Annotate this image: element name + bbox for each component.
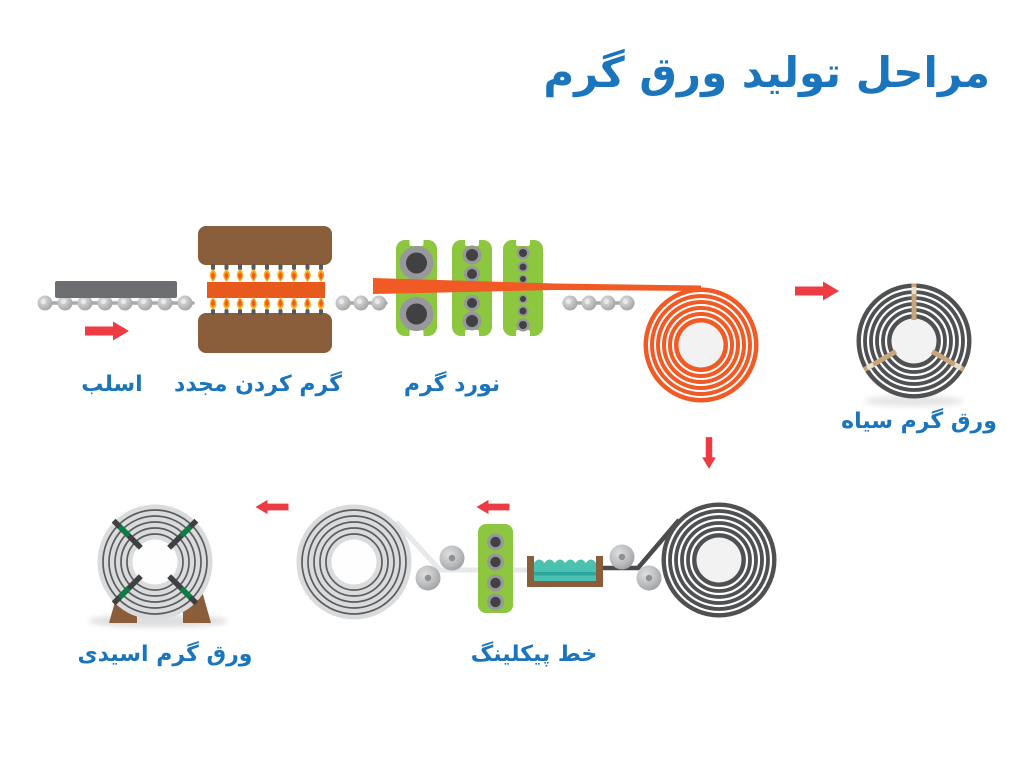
pinch-roll-right-bottom [636,565,662,591]
label-slab: اسلب [81,372,143,397]
coil-shadow [864,395,964,407]
black-hot-coil [856,283,972,407]
coil-straps [111,518,199,606]
label-reheating: گرم کردن مجدد [174,372,342,397]
flow-arrow-left-1 [476,499,510,515]
acid-tank [527,556,603,587]
hot-steel-strip [373,278,701,294]
uncoiler-coil [661,502,777,618]
label-pickling-line: خط پیکلینگ [470,642,598,667]
acid-liquid [534,559,597,581]
furnace-exit-conveyor [335,295,388,311]
flow-arrow-right-1 [85,321,129,341]
flow-arrow-left-2 [255,499,289,515]
furnace-burners-bottom [209,297,325,315]
label-black-hot-coil: ورق گرم سیاه [841,409,997,434]
flow-arrow-down [702,437,716,469]
acid-band [534,572,596,576]
hot-coil [643,287,759,403]
slab-conveyor [37,295,195,311]
label-hot-rolling: نورد گرم [403,372,501,397]
reheating-furnace [198,226,332,353]
mill-exit-conveyor [562,295,635,311]
label-acid-hot-coil: ورق گرم اسیدی [77,642,253,667]
furnace-bottom-block [198,313,332,353]
pinch-roll-left-top [439,545,465,571]
acid-pickled-coil [88,504,228,628]
pickling-mill-stand [478,524,513,613]
pinch-roll-right-top [609,544,635,570]
flow-arrow-right-2 [795,281,839,301]
page-title: مراحل تولید ورق گرم [543,48,991,97]
heated-slab [207,282,325,298]
steel-slab [55,281,177,298]
furnace-burners-top [209,264,325,282]
pinch-roll-left-bottom [415,565,441,591]
furnace-top-block [198,226,332,265]
rewound-coil [296,504,412,620]
tank-body [527,556,603,587]
coil-straps [862,283,966,372]
